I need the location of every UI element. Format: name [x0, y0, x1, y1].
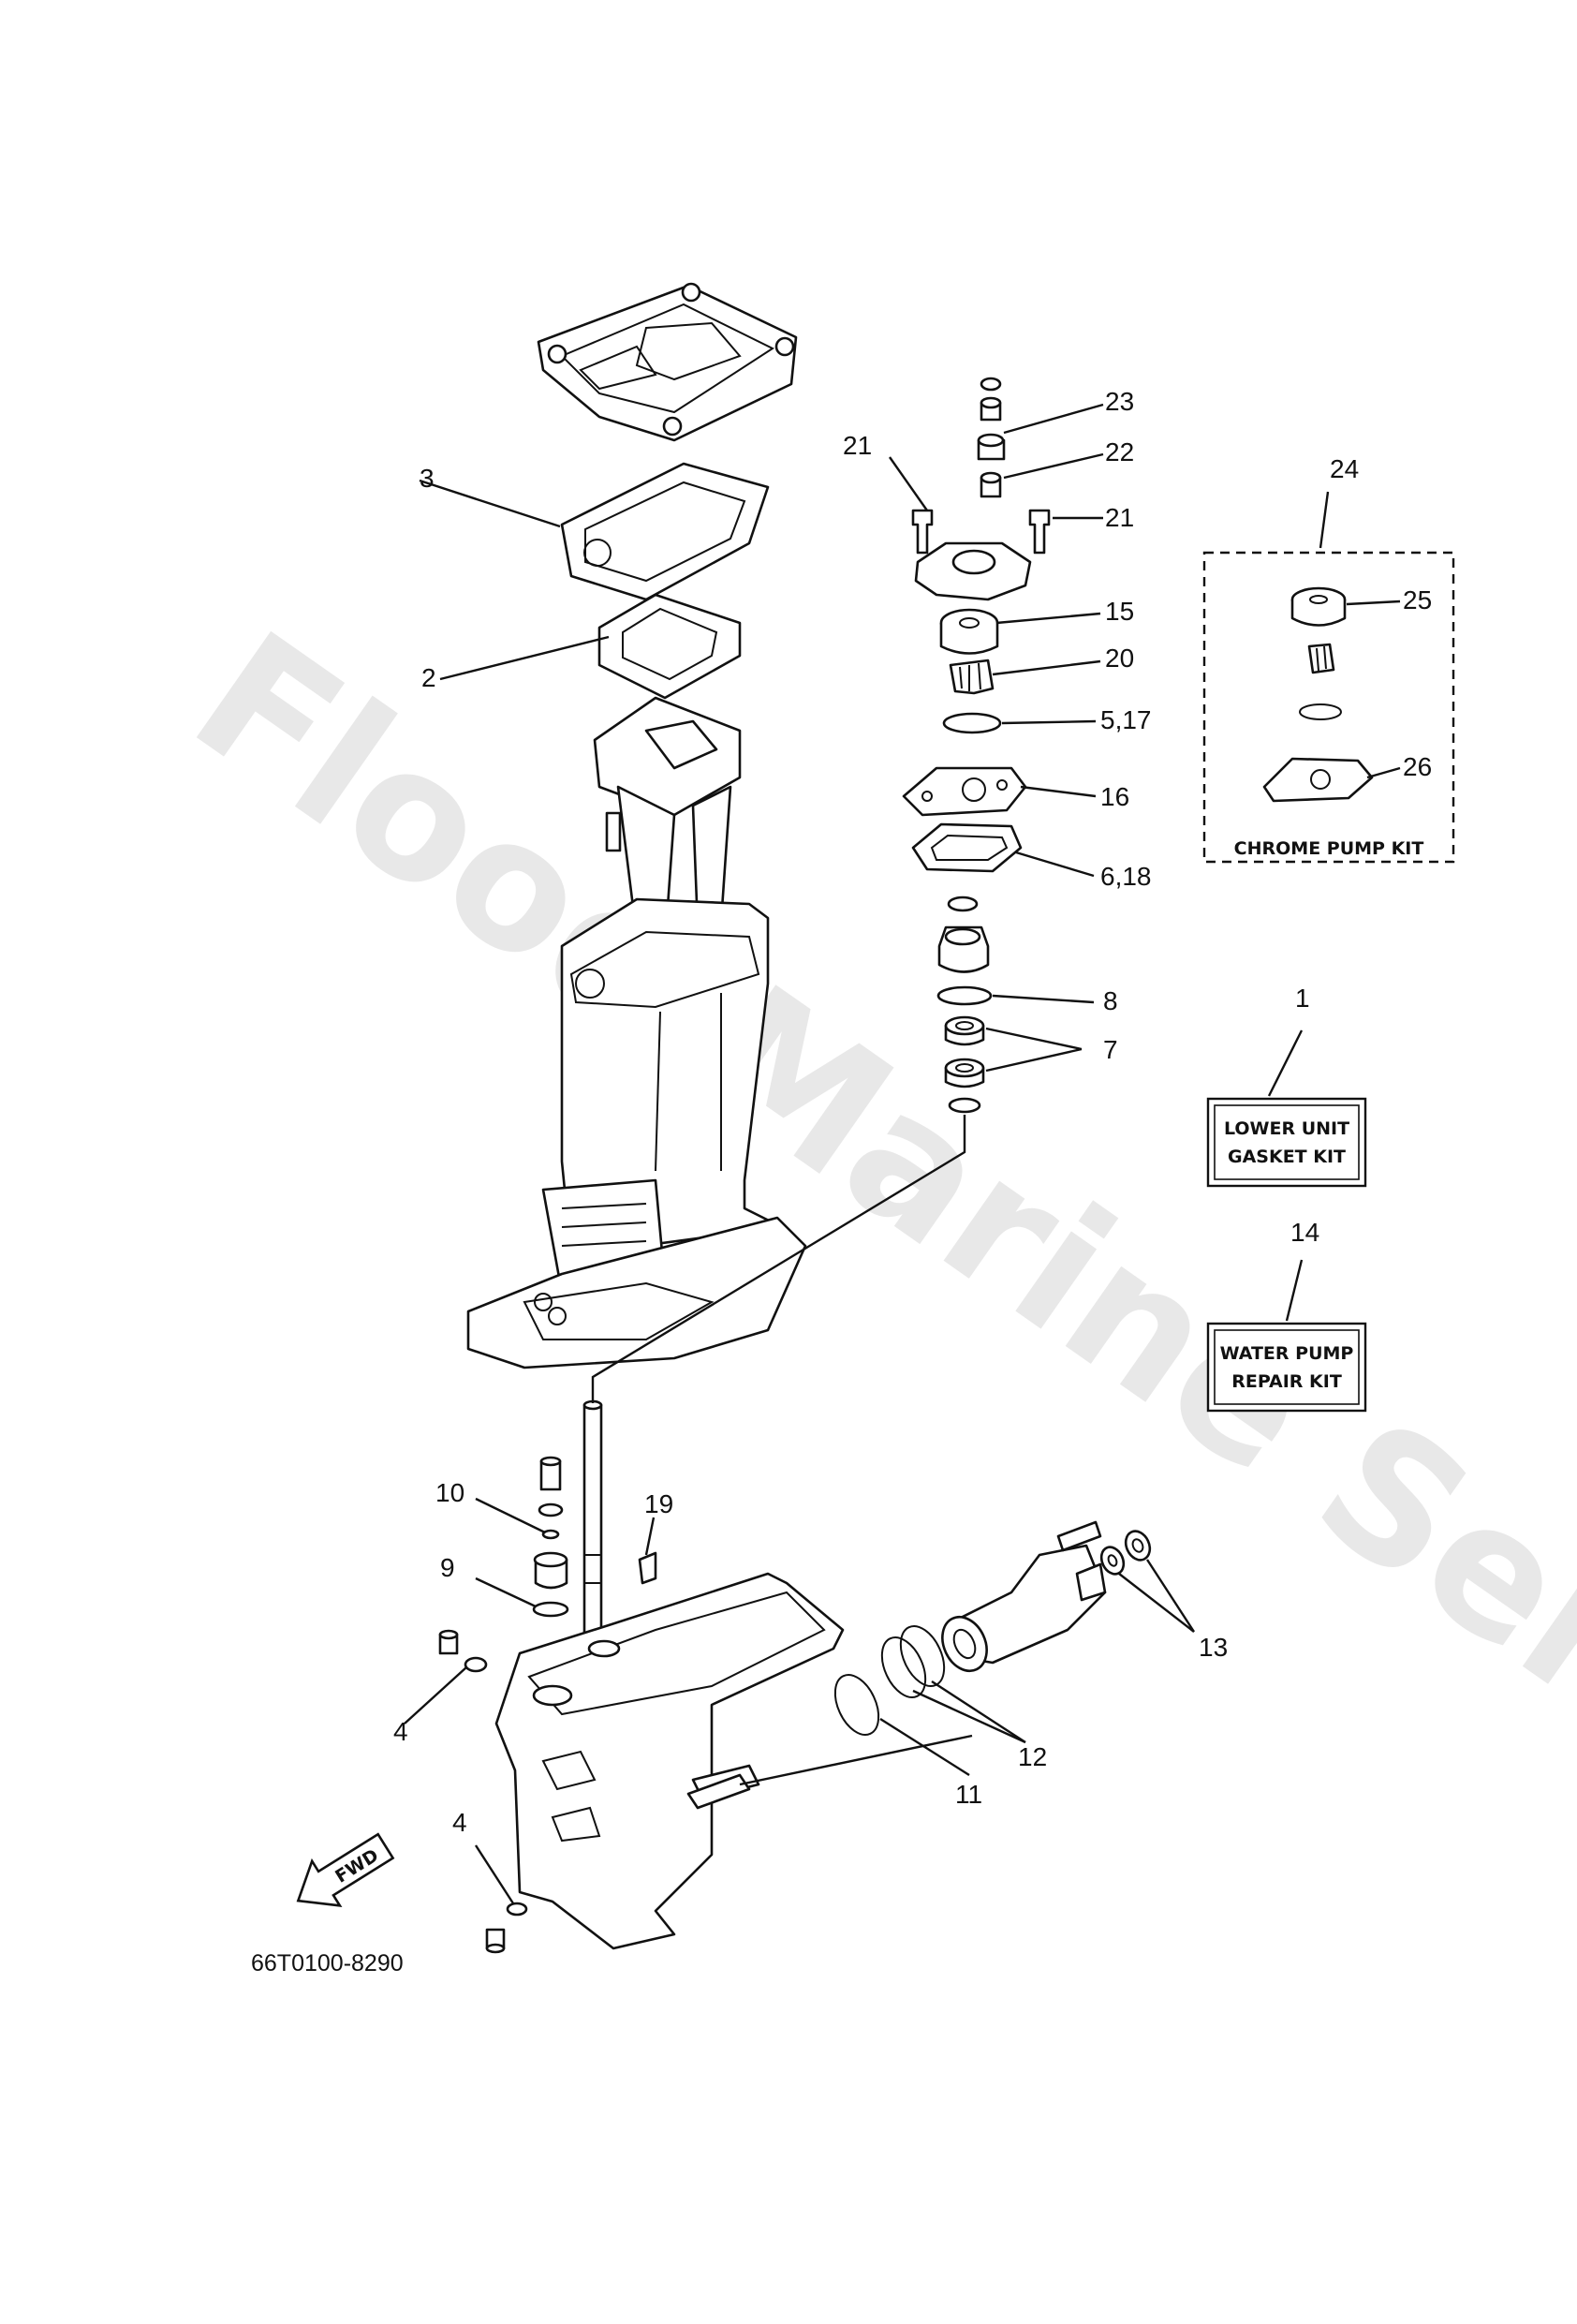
water-pump-kit-line2: REPAIR KIT [1231, 1371, 1342, 1392]
callout-16: 16 [1100, 782, 1129, 811]
callout-15: 15 [1105, 597, 1134, 626]
exhaust-guide [593, 696, 742, 948]
chrome-pump-kit: CHROME PUMP KIT [1202, 551, 1455, 864]
callout-12: 12 [1018, 1742, 1047, 1771]
water-pump-stack [902, 377, 1051, 1114]
callout-13: 13 [1199, 1633, 1228, 1662]
callout-23: 23 [1105, 387, 1134, 416]
shim-bushing-set [532, 1456, 569, 1618]
callout-22: 22 [1105, 437, 1134, 466]
leader-lines [404, 403, 1401, 1904]
watermark: Flood Marine Services [159, 593, 1577, 2035]
callout-14: 14 [1290, 1218, 1319, 1247]
callout-6-18: 6,18 [1100, 862, 1152, 891]
callout-8: 8 [1103, 986, 1118, 1015]
oil-seals-13 [1099, 1530, 1152, 1576]
upper-mount-plate [537, 282, 798, 442]
callout-2: 2 [421, 663, 436, 692]
prop-shaft [686, 1773, 751, 1810]
upper-casing [466, 897, 807, 1369]
water-pump-repair-kit-box: WATER PUMP REPAIR KIT [1206, 1322, 1367, 1413]
callout-21-left: 21 [843, 431, 872, 460]
callout-21-right: 21 [1105, 503, 1134, 532]
callout-numbers: 3 2 23 22 21 21 15 20 5,17 16 6,18 8 7 2… [393, 387, 1432, 1837]
water-pump-kit-line1: WATER PUMP [1220, 1343, 1354, 1364]
watermark-text: Flood Marine Services [159, 593, 1577, 2035]
lower-unit-gasket-kit-box: LOWER UNIT GASKET KIT [1206, 1097, 1367, 1188]
callout-10: 10 [435, 1478, 464, 1507]
lower-unit-kit-line2: GASKET KIT [1228, 1147, 1346, 1167]
callout-26: 26 [1403, 752, 1432, 781]
callout-7: 7 [1103, 1035, 1118, 1064]
gasket-3 [560, 462, 770, 601]
o-rings [833, 1625, 946, 1736]
bolt-4-upper [438, 1629, 488, 1673]
fwd-arrow-icon [296, 1832, 395, 1907]
callout-9: 9 [440, 1553, 455, 1582]
callout-3: 3 [420, 464, 435, 493]
callout-25: 25 [1403, 585, 1432, 614]
diagram-code: 66T0100-8290 [251, 1950, 404, 1976]
gasket-2 [597, 593, 742, 700]
fwd-arrow: FWD [296, 1832, 395, 1907]
bolt-4-lower [485, 1902, 528, 1954]
lower-unit-kit-line1: LOWER UNIT [1224, 1118, 1349, 1139]
prop-shaft-housing [941, 1520, 1107, 1673]
callout-20: 20 [1105, 644, 1134, 673]
callout-1: 1 [1295, 984, 1310, 1013]
callout-24: 24 [1330, 454, 1359, 483]
callout-19: 19 [644, 1489, 673, 1518]
callout-5-17: 5,17 [1100, 705, 1152, 734]
chrome-pump-kit-label: CHROME PUMP KIT [1234, 838, 1424, 859]
pin-19 [638, 1551, 657, 1585]
callout-4-upper: 4 [393, 1717, 408, 1746]
lower-case [494, 1572, 845, 1950]
callout-11: 11 [955, 1780, 982, 1809]
callout-4-lower: 4 [452, 1808, 467, 1837]
driveshaft [582, 1399, 603, 1646]
